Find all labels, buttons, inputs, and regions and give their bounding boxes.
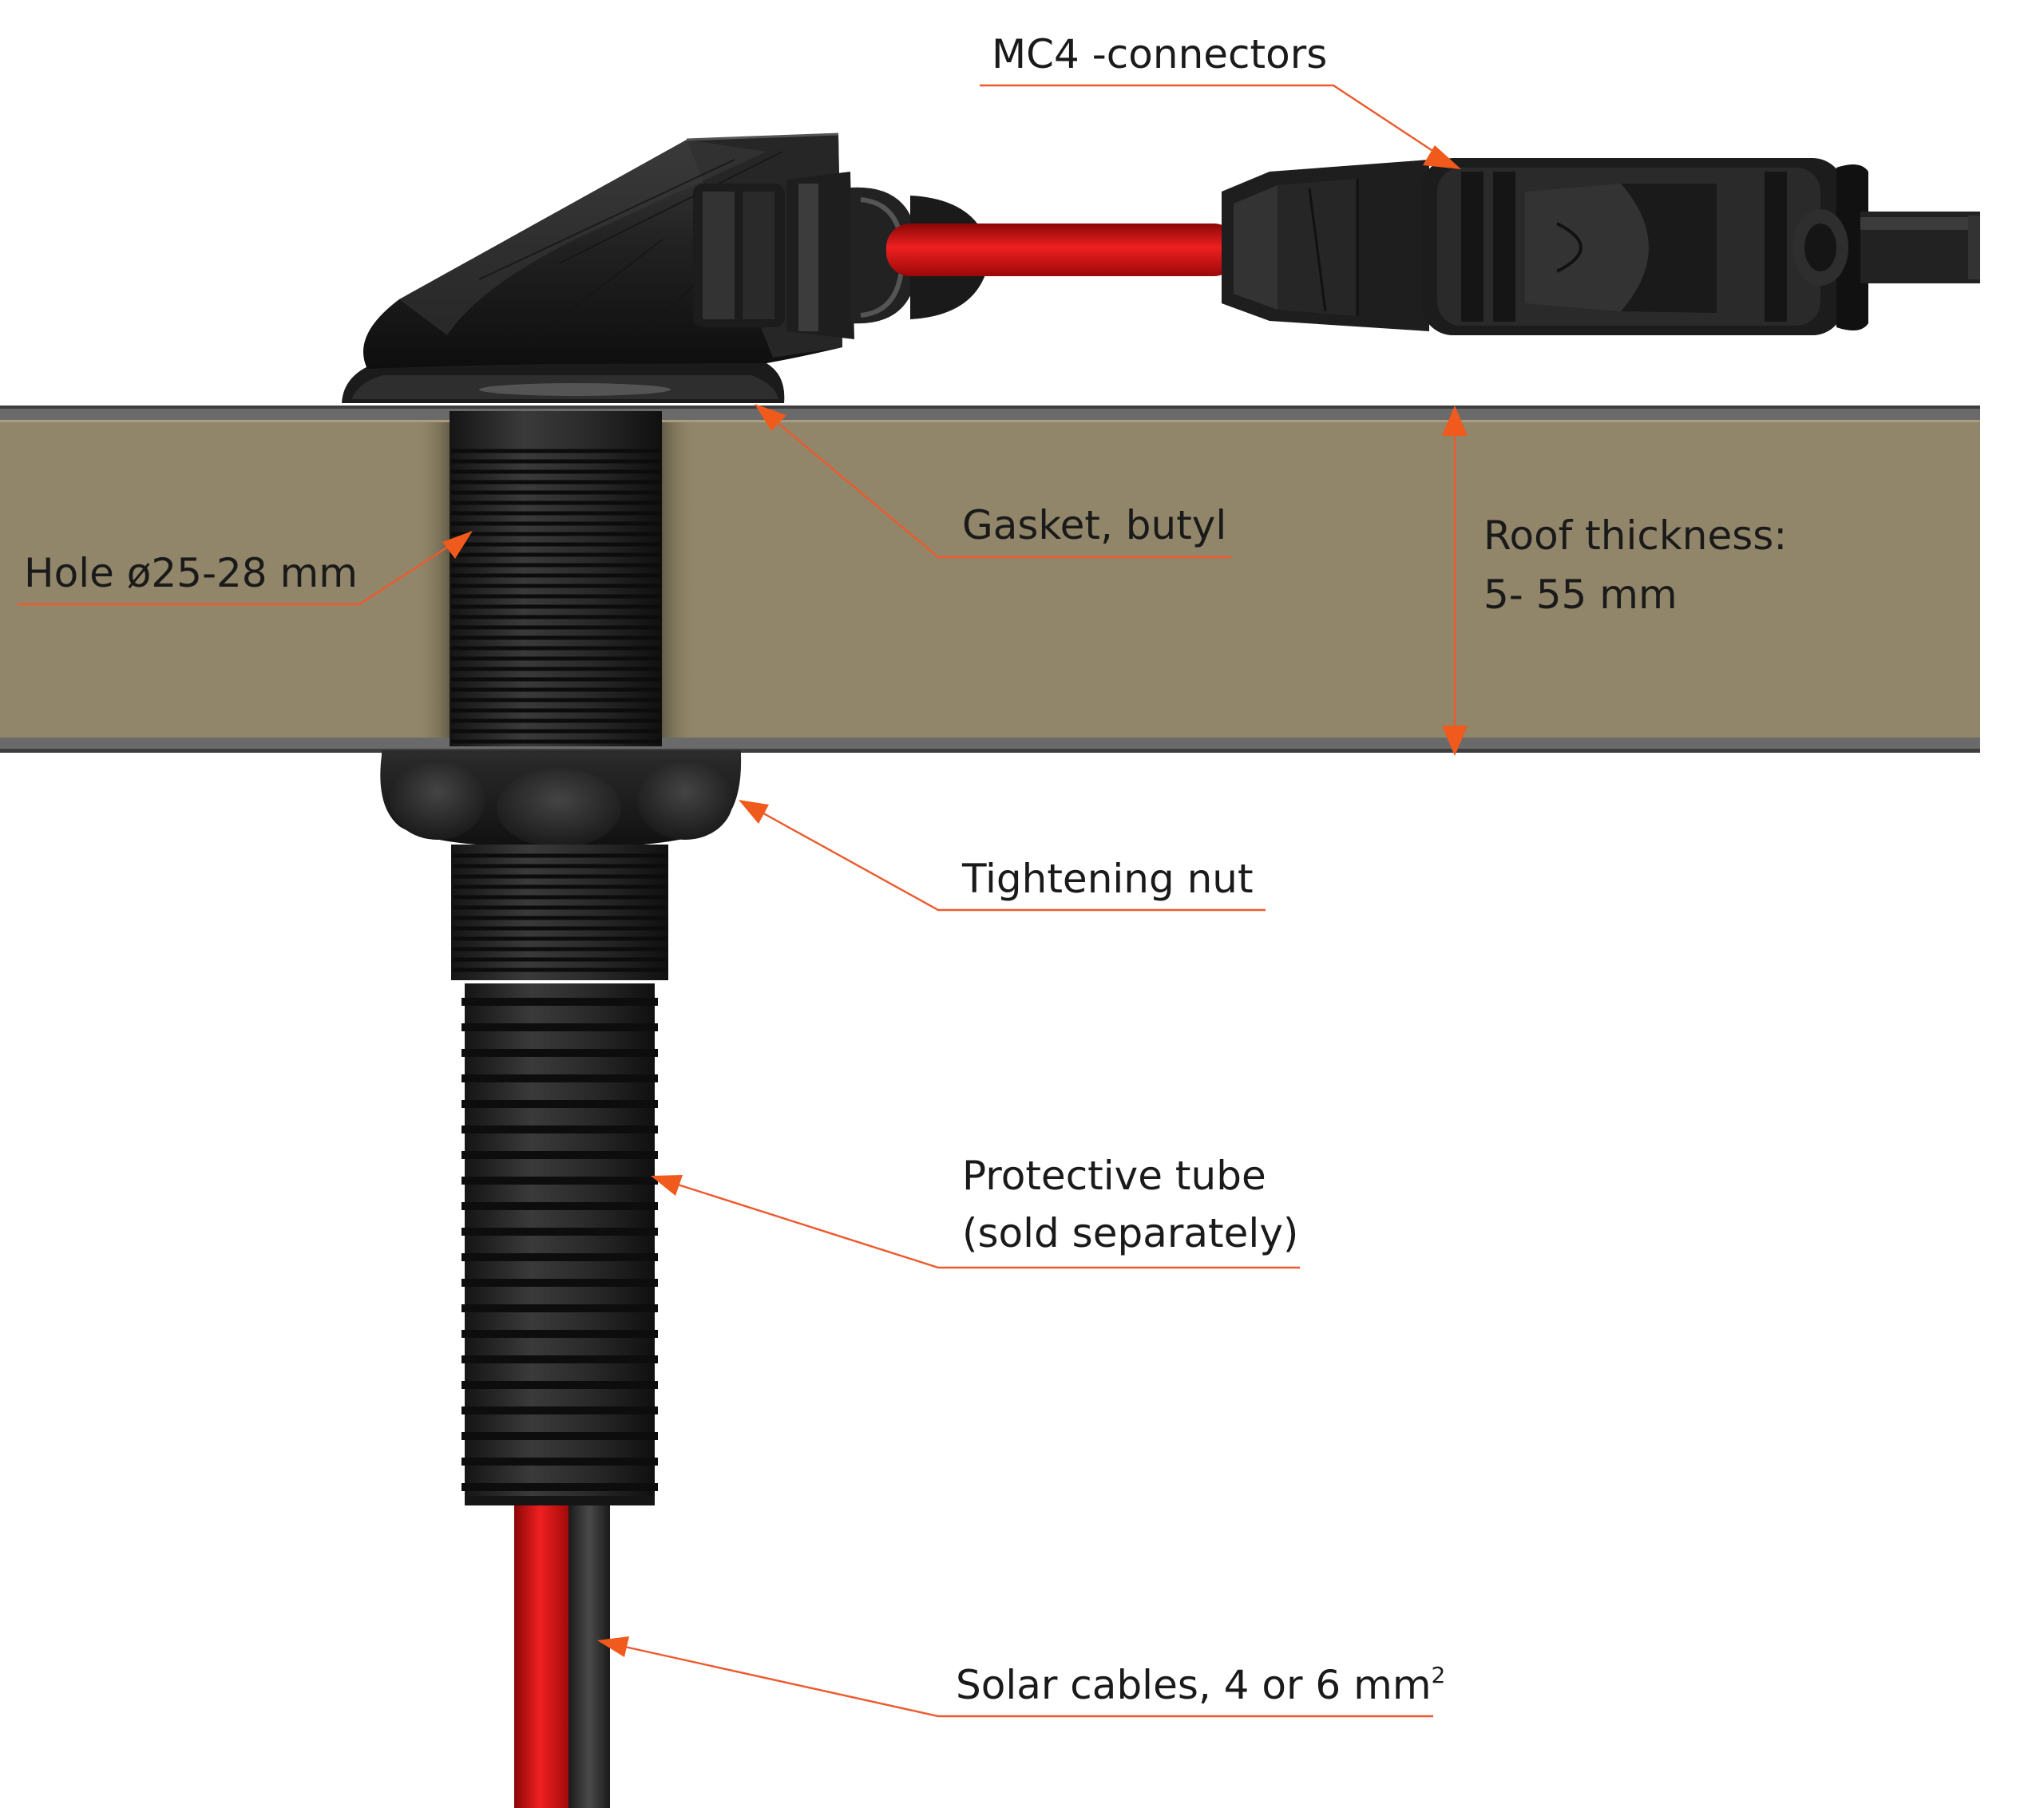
label-tightening-nut: Tightening nut <box>961 856 1254 902</box>
arrowheads <box>442 145 1468 1657</box>
thread-lines <box>451 449 660 744</box>
tube-rib <box>461 1126 658 1133</box>
label-protective-tube: Protective tube <box>962 1153 1266 1199</box>
label-gasket: Gasket, butyl <box>962 502 1226 548</box>
label-solar-cables-sup: 2 <box>1432 1662 1446 1688</box>
hole-shadow-left <box>415 422 451 738</box>
tube-rib <box>461 1151 658 1159</box>
mc4-connector <box>1222 158 1980 335</box>
label-roof-range: 5- 55 mm <box>1483 572 1678 618</box>
leader-hole <box>18 536 462 606</box>
threaded-body <box>450 411 662 746</box>
arrow-mc4 <box>1423 145 1461 169</box>
leader-gasket <box>766 413 1231 559</box>
tube-rib <box>461 998 658 1006</box>
tube-rib <box>461 1023 658 1031</box>
tube-rib <box>461 1279 658 1287</box>
tube-rib <box>461 1432 658 1440</box>
tube-rib <box>461 1304 658 1312</box>
arrow-nut <box>739 800 769 824</box>
roof-panel <box>0 406 1980 753</box>
label-hole: Hole ø25-28 mm <box>24 550 358 596</box>
tube-rib <box>461 1330 658 1338</box>
solar-cables <box>465 1496 655 1808</box>
leader-nut <box>750 805 1266 912</box>
tube-rib <box>461 1483 658 1491</box>
roof-core <box>0 413 1980 742</box>
arrow-dimension-bottom <box>1442 726 1468 756</box>
hole-shadow-right <box>661 422 697 738</box>
label-roof-thickness: Roof thickness: <box>1483 512 1787 559</box>
nut-dimple-center <box>497 768 621 848</box>
tube-rib <box>461 1406 658 1414</box>
nut-dimple-right <box>637 760 733 840</box>
tube-rib <box>461 1202 658 1210</box>
label-mc4-connectors: MC4 -connectors <box>992 31 1327 77</box>
thread-lines-lower <box>453 853 667 972</box>
tube-rib <box>461 1355 658 1363</box>
leader-tube <box>662 1178 1300 1269</box>
tube-rib <box>461 1074 658 1082</box>
arrow-hole <box>442 531 473 559</box>
arrow-cables <box>597 1636 629 1657</box>
tube-rib <box>461 1458 658 1466</box>
label-solar-cables: Solar cables, 4 or 6 mm2 <box>956 1662 1445 1708</box>
cable-black <box>568 1501 610 1808</box>
nut-dimple-left <box>390 760 485 840</box>
tube-rib <box>461 1049 658 1057</box>
roof-bottom-skin <box>0 738 1980 749</box>
cable-red <box>514 1501 572 1808</box>
tube-rib <box>461 1100 658 1108</box>
arrow-gasket <box>755 404 786 431</box>
protective-tube <box>461 983 658 1501</box>
tightening-nut <box>380 750 742 848</box>
leader-cables <box>606 1641 1433 1718</box>
labels: MC4 -connectors Gasket, butyl Hole ø25-2… <box>24 31 1787 1708</box>
tube-rib <box>461 1228 658 1236</box>
tube-rib <box>461 1253 658 1261</box>
leader-mc4 <box>980 84 1442 158</box>
leader-lines <box>18 84 1456 1718</box>
roof-top-skin <box>0 409 1980 420</box>
label-solar-cables-text: Solar cables, 4 or 6 mm <box>956 1662 1432 1708</box>
tube-rib <box>461 1177 658 1185</box>
cable-red-horizontal <box>886 224 1238 276</box>
arrow-tube <box>651 1175 683 1196</box>
arrow-dimension-top <box>1442 406 1468 436</box>
label-sold-separately: (sold separately) <box>962 1210 1298 1256</box>
tube-rib <box>461 1381 658 1389</box>
tube-ribs <box>461 998 658 1491</box>
threaded-body-lower <box>451 845 668 980</box>
